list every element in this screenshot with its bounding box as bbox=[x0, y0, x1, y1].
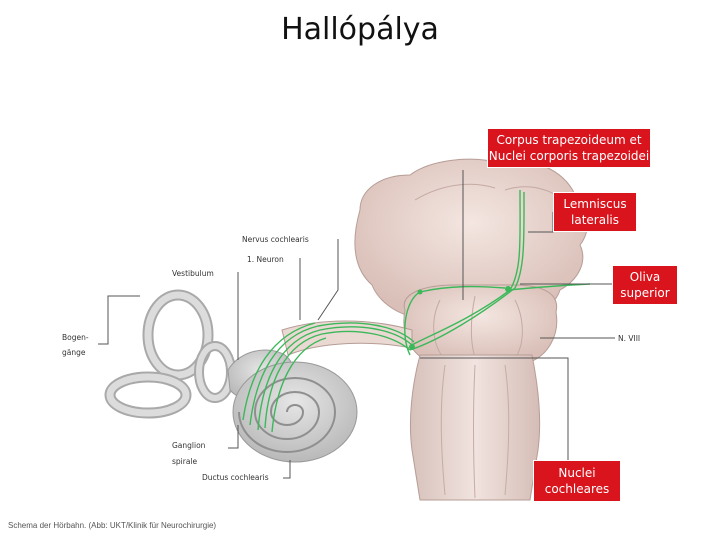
label-box-lemniscus-lateralis: Lemniscus lateralis bbox=[553, 192, 637, 232]
label-n-viii: N. VIII bbox=[618, 334, 640, 343]
label-vestibulum: Vestibulum bbox=[172, 269, 214, 278]
figure-caption: Schema der Hörbahn. (Abb: UKT/Klinik für… bbox=[8, 521, 217, 530]
leader-lines bbox=[98, 170, 626, 479]
semicircular-canals bbox=[104, 289, 236, 419]
label-bogengaenge-2: gänge bbox=[62, 348, 86, 357]
label-oliva-superior: Oliva superior bbox=[620, 270, 670, 300]
label-box-oliva-superior: Oliva superior bbox=[612, 265, 678, 305]
label-box-nuclei-cochleares: Nuclei cochleares bbox=[533, 460, 621, 502]
label-box-corpus-trapezoideum: Corpus trapezoideum et Nuclei corporis t… bbox=[487, 128, 651, 168]
label-lemniscus-lateralis: Lemniscus lateralis bbox=[563, 197, 627, 227]
label-nuclei-cochleares: Nuclei cochleares bbox=[544, 466, 610, 496]
label-first-neuron: 1. Neuron bbox=[247, 255, 284, 264]
pathway-nuclei-dots bbox=[409, 286, 511, 350]
cochlea-shape bbox=[232, 361, 358, 463]
label-bogengaenge-1: Bogen- bbox=[62, 333, 89, 342]
label-ductus-cochlearis: Ductus cochlearis bbox=[202, 473, 269, 482]
label-nervus-cochlearis: Nervus cochlearis bbox=[242, 235, 309, 244]
label-ganglion-2: spirale bbox=[172, 457, 198, 466]
page-title: Hallópálya bbox=[281, 12, 439, 47]
midbrain-shape bbox=[354, 158, 589, 319]
label-ganglion-1: Ganglion bbox=[172, 441, 206, 450]
label-corpus-trapezoideum: Corpus trapezoideum et Nuclei corporis t… bbox=[488, 133, 650, 163]
medulla-shape bbox=[409, 354, 541, 501]
pons-shape bbox=[403, 284, 558, 363]
